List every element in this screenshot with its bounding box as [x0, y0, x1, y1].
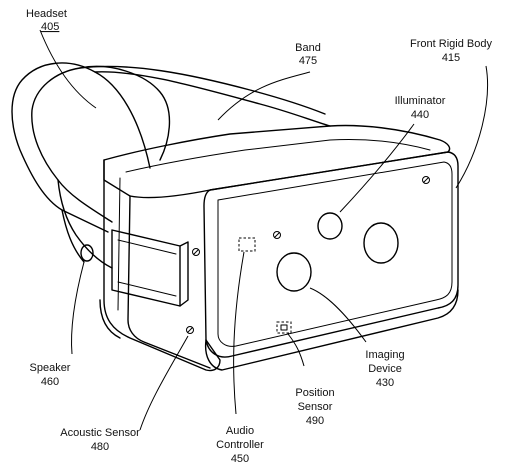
label-front-rigid-body-name: Front Rigid Body	[410, 38, 492, 50]
label-audio-controller-line2: Controller	[216, 439, 264, 451]
audio-controller	[238, 237, 256, 252]
label-audio-controller-line1: Audio	[226, 425, 254, 437]
label-position-sensor-line1: Position	[295, 387, 334, 399]
label-acoustic-sensor-name: Acoustic Sensor	[60, 427, 140, 439]
position-sensor	[276, 321, 292, 334]
label-acoustic-sensor: Acoustic Sensor 480	[60, 427, 140, 453]
label-speaker: Speaker 460	[30, 362, 71, 388]
label-illuminator: Illuminator 440	[395, 95, 446, 121]
front-rigid-body	[99, 124, 459, 372]
label-illuminator-name: Illuminator	[395, 95, 446, 107]
label-illuminator-ref: 440	[411, 109, 429, 121]
strap-buckle	[111, 229, 189, 307]
speaker	[80, 244, 94, 262]
label-speaker-ref: 460	[41, 376, 59, 388]
label-front-rigid-body: Front Rigid Body 415	[410, 38, 492, 64]
label-imaging-device: Imaging Device 430	[365, 349, 404, 389]
label-position-sensor-ref: 490	[306, 415, 324, 427]
right-lens	[363, 222, 399, 264]
label-headset-name: Headset	[26, 8, 67, 20]
label-acoustic-sensor-ref: 480	[91, 441, 109, 453]
illuminator	[317, 212, 343, 240]
label-position-sensor-line2: Sensor	[298, 401, 333, 413]
label-band-ref: 475	[299, 55, 317, 67]
label-headset-ref: 405	[41, 21, 59, 33]
imaging-device	[276, 252, 312, 292]
label-speaker-name: Speaker	[30, 362, 71, 374]
label-position-sensor: Position Sensor 490	[295, 387, 334, 427]
label-band: Band 475	[295, 42, 321, 67]
label-band-name: Band	[295, 42, 321, 54]
label-imaging-device-line2: Device	[368, 363, 402, 375]
label-imaging-device-ref: 430	[376, 377, 394, 389]
label-audio-controller-ref: 450	[231, 453, 249, 465]
band	[11, 62, 331, 269]
label-imaging-device-line1: Imaging	[365, 349, 404, 361]
leader-lines	[39, 29, 489, 431]
label-headset: Headset 405	[26, 8, 67, 33]
label-audio-controller: Audio Controller 450	[216, 425, 264, 465]
label-front-rigid-body-ref: 415	[442, 52, 460, 64]
